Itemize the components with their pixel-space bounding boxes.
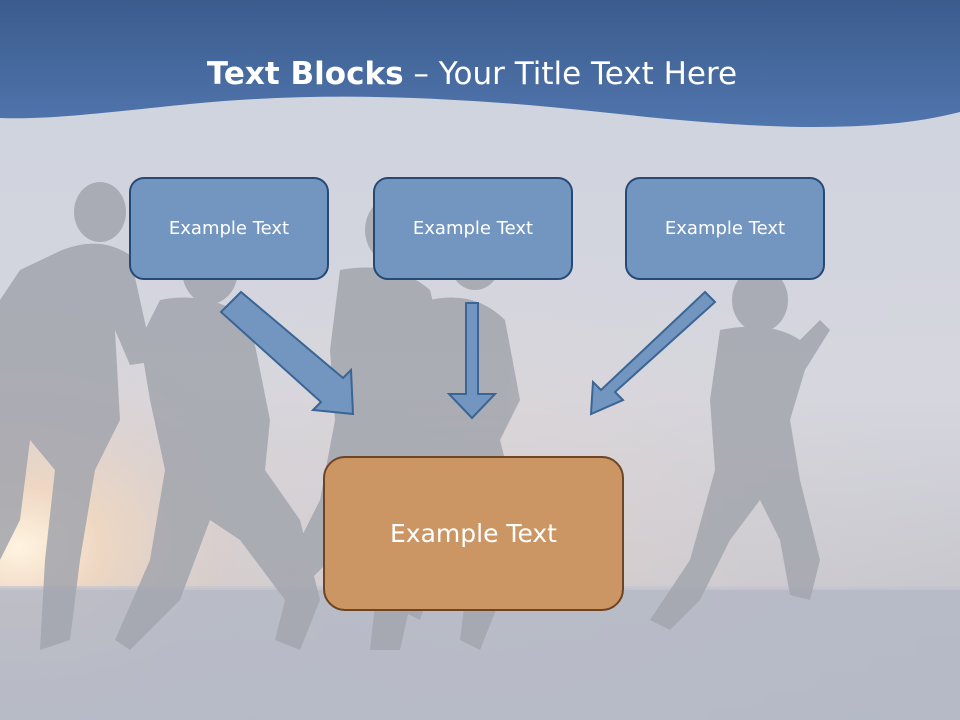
header-band — [0, 0, 960, 128]
arrow-right — [589, 290, 717, 416]
text-block-3: Example Text — [625, 177, 825, 280]
title-bold: Text Blocks — [206, 56, 404, 92]
result-block: Example Text — [323, 456, 624, 611]
arrow-left — [219, 290, 355, 416]
title-rest: Your Title Text Here — [438, 56, 738, 92]
result-block-label: Example Text — [390, 519, 557, 548]
text-block-1-label: Example Text — [168, 218, 290, 239]
text-block-2-label: Example Text — [412, 218, 534, 239]
slide-title: Text Blocks – Your Title Text Here — [0, 52, 944, 96]
text-block-3-label: Example Text — [664, 218, 786, 239]
title-dash: – — [403, 56, 439, 92]
text-block-1: Example Text — [129, 177, 329, 280]
arrow-middle — [446, 302, 498, 420]
text-block-2: Example Text — [373, 177, 573, 280]
